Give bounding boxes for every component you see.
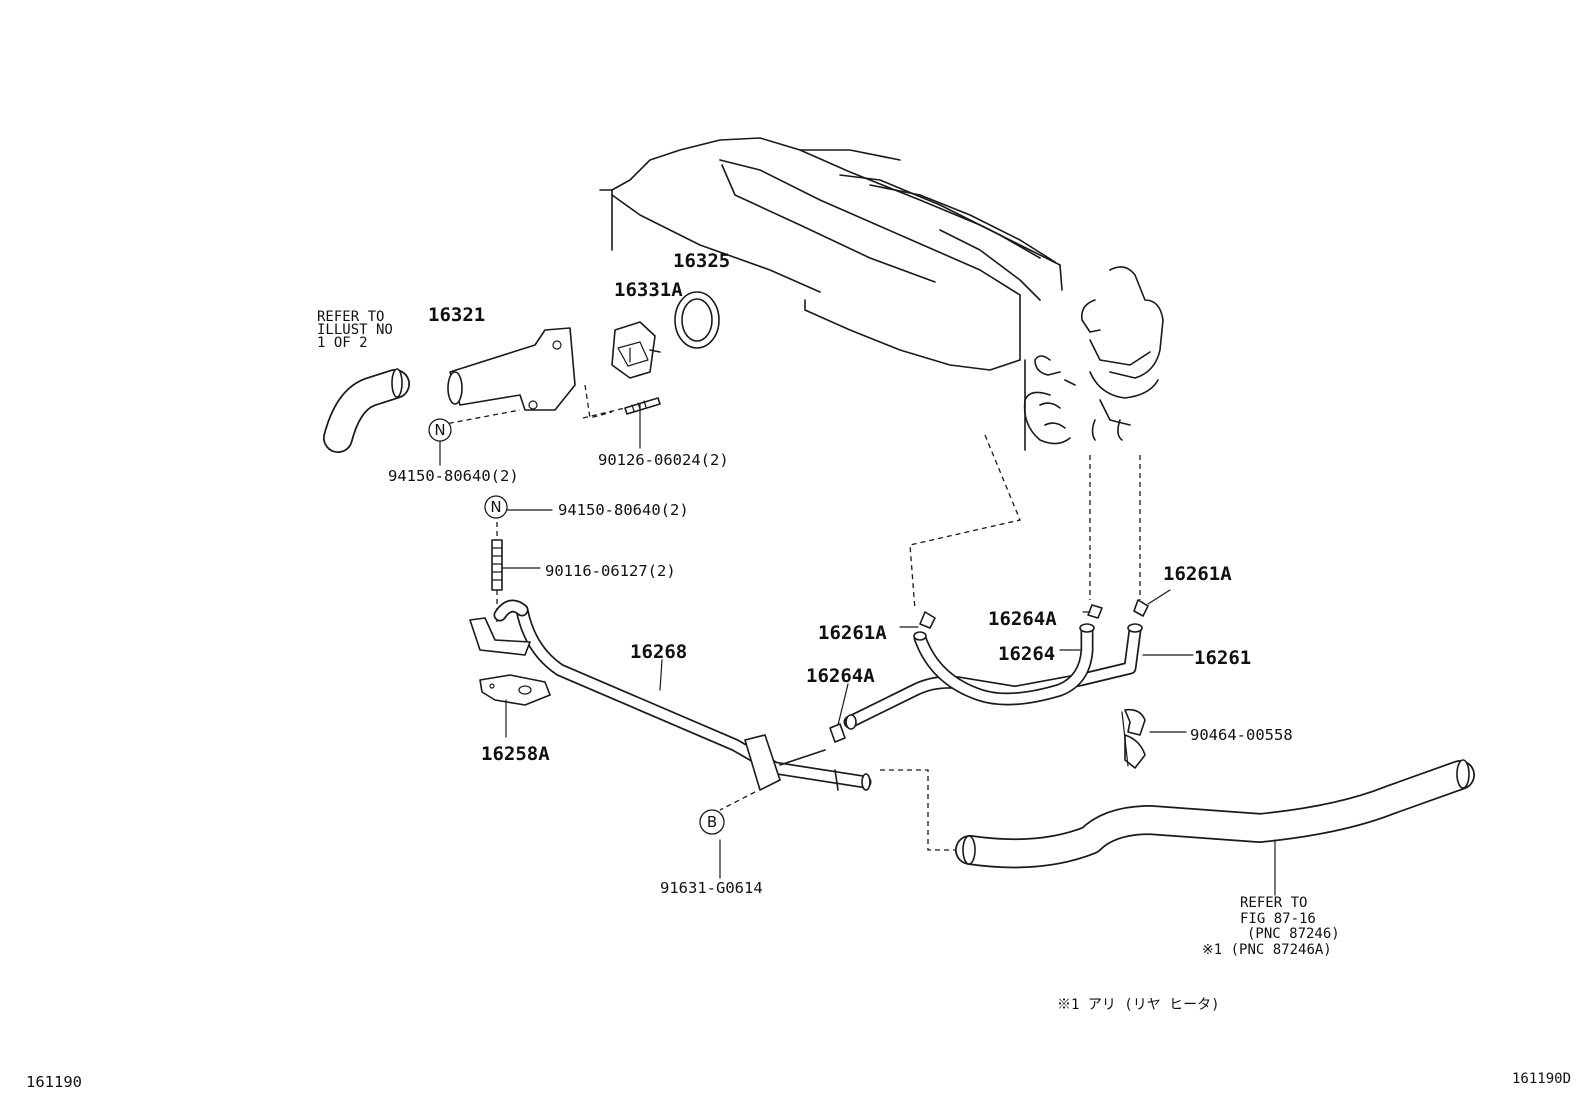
refer-fig-line3: (PNC 87246) xyxy=(1247,926,1340,942)
label-94150-top: 94150-80640(2) xyxy=(388,467,519,485)
figure-number: 161190 xyxy=(26,1073,82,1091)
label-16325: 16325 xyxy=(673,250,730,272)
svg-text:N: N xyxy=(434,421,445,439)
refer-illust-line2: ILLUST NO xyxy=(317,322,393,338)
part-labels: REFER TO ILLUST NO 1 OF 2 16321 16331A 1… xyxy=(26,250,1571,1091)
label-90126: 90126-06024(2) xyxy=(598,451,729,469)
water-outlet-16321 xyxy=(447,327,576,411)
figure-code: 161190D xyxy=(1512,1071,1571,1087)
label-16261a-right: 16261A xyxy=(1163,563,1232,585)
solid-leaders xyxy=(439,403,1276,896)
label-90116: 90116-06127(2) xyxy=(545,562,676,580)
gasket-16258a xyxy=(479,674,551,706)
lower-hose xyxy=(955,759,1475,869)
water-bypass-pipe-16268 xyxy=(469,599,872,791)
label-16264: 16264 xyxy=(998,643,1055,665)
marker-b: B xyxy=(699,809,725,835)
svg-text:B: B xyxy=(707,813,717,831)
stud-90126 xyxy=(624,397,661,415)
refer-fig-line4: ※1 (PNC 87246A) xyxy=(1202,942,1332,958)
label-16258a: 16258A xyxy=(481,743,550,765)
clamp-90464 xyxy=(1121,708,1146,769)
marker-n-mid: N xyxy=(484,495,508,519)
engine-outline xyxy=(599,137,1164,451)
label-16264a-right: 16264A xyxy=(988,608,1057,630)
label-16261: 16261 xyxy=(1194,647,1251,669)
refer-illust-line3: 1 OF 2 xyxy=(317,335,368,351)
label-16331a: 16331A xyxy=(614,279,683,301)
footnote: ※1 アリ (リヤ ヒータ) xyxy=(1057,997,1220,1013)
label-16268: 16268 xyxy=(630,641,687,663)
label-94150-mid: 94150-80640(2) xyxy=(558,501,689,519)
gasket-16325 xyxy=(674,291,720,349)
label-16261a-left: 16261A xyxy=(818,622,887,644)
label-91631: 91631-G0614 xyxy=(660,879,763,897)
thermostat-16331a xyxy=(611,321,661,379)
refer-fig-line2: FIG 87-16 xyxy=(1240,911,1316,927)
label-16321: 16321 xyxy=(428,304,485,326)
svg-text:N: N xyxy=(490,498,501,516)
label-16264a-left: 16264A xyxy=(806,665,875,687)
label-90464: 90464-00558 xyxy=(1190,726,1293,744)
marker-n-top: N xyxy=(428,418,452,442)
refer-illust-line1: REFER TO xyxy=(317,309,384,325)
heater-hoses xyxy=(843,623,1143,730)
stud-90116 xyxy=(491,539,503,591)
refer-fig-line1: REFER TO xyxy=(1240,895,1307,911)
clips xyxy=(829,599,1149,743)
upper-radiator-hose xyxy=(323,368,410,453)
